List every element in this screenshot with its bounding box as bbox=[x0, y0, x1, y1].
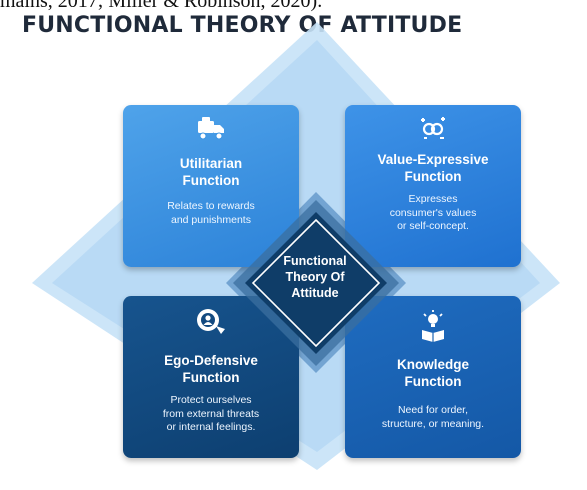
title-line: Ego-Defensive bbox=[164, 353, 258, 368]
desc-line: or self-concept. bbox=[397, 220, 469, 232]
title-line: Knowledge bbox=[396, 357, 469, 372]
card-utilitarian: Utilitarian Function Relates to rewards … bbox=[123, 105, 299, 267]
desc-line: and punishments bbox=[171, 213, 251, 226]
card-utilitarian-title: Utilitarian Function bbox=[131, 155, 291, 189]
values-network-icon bbox=[345, 113, 521, 143]
desc-line: Expresses bbox=[408, 193, 458, 205]
card-ego-defensive: Ego-Defensive Function Protect ourselves… bbox=[123, 296, 299, 458]
truck-icon bbox=[123, 117, 299, 141]
center-label: Functional Theory Of Attitude bbox=[260, 253, 370, 301]
page-title: FUNCTIONAL THEORY OF ATTITUDE bbox=[22, 13, 463, 38]
card-knowledge: Knowledge Function Need for order, struc… bbox=[345, 296, 521, 458]
title-line: Function bbox=[404, 169, 462, 184]
card-value-expressive-desc: Expresses consumer's values or self-conc… bbox=[355, 193, 511, 234]
card-value-expressive-title: Value-Expressive Function bbox=[353, 151, 513, 185]
card-ego-defensive-desc: Protect ourselves from external threats … bbox=[133, 394, 289, 435]
card-knowledge-desc: Need for order, structure, or meaning. bbox=[355, 404, 511, 431]
desc-line: Need for order, bbox=[397, 404, 469, 416]
shield-person-icon bbox=[123, 306, 299, 338]
title-line: Utilitarian bbox=[179, 156, 243, 171]
card-ego-defensive-title: Ego-Defensive Function bbox=[131, 352, 291, 386]
desc-line: Relates to rewards bbox=[167, 200, 255, 212]
cropped-citation-text: mains, 2017; Miller & Robinson, 2020). bbox=[0, 0, 323, 12]
reading-lightbulb-icon bbox=[345, 310, 521, 342]
desc-line: Protect ourselves bbox=[170, 394, 252, 406]
center-label-line: Functional bbox=[283, 254, 347, 268]
center-label-line: Theory Of bbox=[285, 270, 345, 284]
title-line: Function bbox=[182, 370, 240, 385]
card-utilitarian-desc: Relates to rewards and punishments bbox=[133, 200, 289, 227]
desc-line: from external threats bbox=[162, 407, 260, 420]
title-line: Function bbox=[182, 173, 240, 188]
title-line: Value-Expressive bbox=[377, 152, 489, 167]
desc-line: or internal feelings. bbox=[166, 421, 256, 433]
center-label-line: Attitude bbox=[291, 286, 339, 300]
card-knowledge-title: Knowledge Function bbox=[353, 356, 513, 390]
desc-line: consumer's values bbox=[389, 206, 477, 219]
desc-line: structure, or meaning. bbox=[381, 417, 485, 430]
title-line: Function bbox=[404, 374, 462, 389]
card-value-expressive: Value-Expressive Function Expresses cons… bbox=[345, 105, 521, 267]
